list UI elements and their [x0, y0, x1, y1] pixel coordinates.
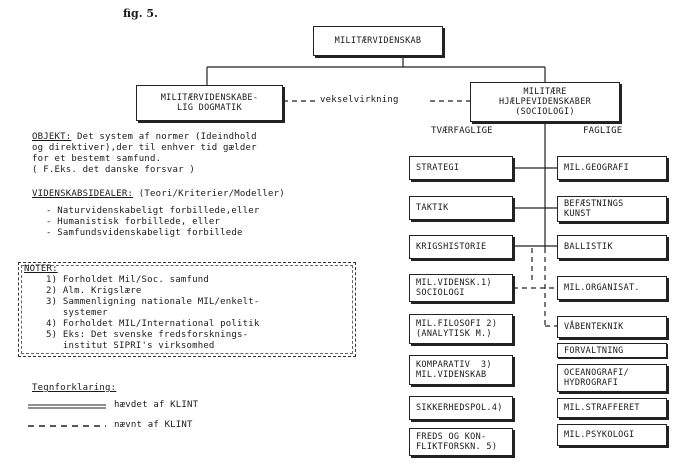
node-mil-strafferet: MIL.STRAFFERET [557, 398, 667, 418]
objekt-text: Det system af normer (Ideindhold [71, 132, 257, 142]
note-item: 5) Eks: Det svenske fredsforsknings- [46, 330, 249, 340]
node-militaervidenskab: MILITÆRVIDENSKAB [313, 26, 443, 56]
videnskab-label: VIDENSKABSIDEALER: [32, 189, 134, 199]
node-mil-psykologi: MIL.PSYKOLOGI [557, 424, 667, 446]
note-item: 4) Forholdet MIL/International politik [46, 319, 260, 329]
column-header-tvaerfaglige: TVÆRFAGLIGE [431, 126, 493, 136]
notes-title: NOTER: [24, 264, 58, 274]
node-hjaelpevidenskaber: MILITÆRE HJÆLPEVIDENSKABER (SOCIOLOGI) [470, 82, 620, 122]
node-mil-videnskab-sociologi: MIL.VIDENSK.1) SOCIOLOGI [409, 274, 513, 302]
link-label-vekselvirkning: vekselvirkning [320, 95, 399, 105]
legend-title: Tegnforklaring: [32, 383, 117, 393]
node-mil-geografi: MIL.GEOGRAFI [557, 156, 667, 180]
note-item: 1) Forholdet Mil/Soc. samfund [46, 275, 209, 285]
legend-dashed-label: nævnt af KLINT [114, 420, 193, 430]
node-mil-organisat: MIL.ORGANISAT. [557, 276, 667, 300]
node-strategi: STRATEGI [409, 156, 513, 180]
videnskab-item: - Naturvidenskabeligt forbillede,eller [46, 206, 260, 216]
notes-box [18, 262, 356, 357]
node-krigshistorie: KRIGSHISTORIE [409, 235, 513, 259]
videnskab-item: - Humanistisk forbillede, eller [46, 217, 221, 227]
videnskab-rest: (Teori/Kriterier/Modeller) [133, 189, 285, 199]
node-taktik: TAKTIK [409, 196, 513, 220]
note-item: systemer [46, 308, 108, 318]
objekt-label: OBJEKT: [32, 132, 72, 142]
videnskab-item: - Samfundsvidenskabeligt forbillede [46, 228, 243, 238]
node-oceanografi-hydrografi: OCEANOGRAFI/ HYDROGRAFI [557, 364, 667, 392]
videnskab-heading: VIDENSKABSIDEALER: (Teori/Kriterier/Mode… [32, 189, 285, 200]
node-vaabenteknik: VÅBENTEKNIK [557, 316, 667, 338]
note-item: 3) Sammenligning nationale MIL/enkelt- [46, 297, 260, 307]
node-mil-filosofi: MIL.FILOSOFI 2) (ANALYTISK M.) [409, 314, 513, 344]
figure-label: fig. 5. [123, 7, 158, 20]
node-komparativ: KOMPARATIV 3) MIL.VIDENSKAB [409, 355, 513, 385]
objekt-line-2: og direktiver),der til enhver tid gælder [32, 143, 257, 153]
note-item: 2) Alm. Krigslære [46, 286, 142, 296]
node-dogmatik: MILITÆRVIDENSKABE- LIG DOGMATIK [136, 85, 283, 121]
objekt-line-1: OBJEKT: Det system af normer (Ideindhold [32, 132, 257, 143]
node-sikkerhedspol: SIKKERHEDSPOL.4) [409, 396, 513, 420]
legend-solid-label: hævdet af KLINT [114, 400, 199, 410]
objekt-line-3: for et bestemt samfund. [32, 154, 162, 164]
node-ballistik: BALLISTIK [557, 235, 667, 259]
node-befaestningskunst: BEFÆSTNINGS KUNST [557, 196, 667, 222]
objekt-line-4: ( F.Eks. det danske forsvar ) [32, 165, 195, 175]
note-item: institut SIPRI's virksomhed [46, 341, 215, 351]
node-freds-konfliktforskn: FREDS OG KON- FLIKTFORSKN. 5) [409, 428, 513, 456]
column-header-faglige: FAGLIGE [583, 126, 623, 136]
node-forvaltning: FORVALTNING [557, 343, 667, 358]
